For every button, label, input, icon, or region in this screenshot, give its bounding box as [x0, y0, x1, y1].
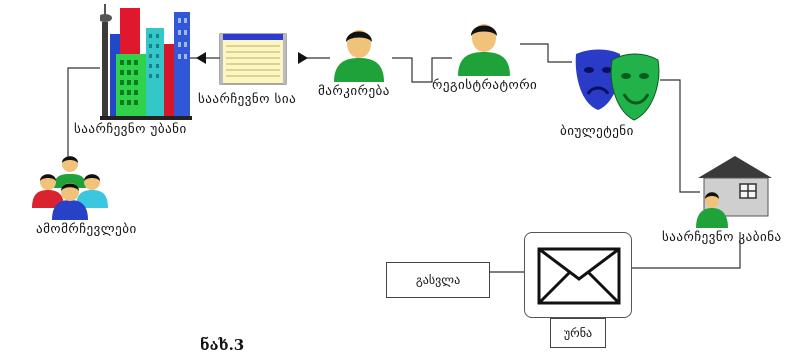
label-voter-list: საარჩევნო სია	[198, 92, 297, 107]
connector-voters-city	[67, 67, 100, 160]
exit-box: გასვლა	[386, 262, 490, 298]
label-voters: ამომრჩევლები	[36, 222, 137, 237]
person-icon	[334, 30, 384, 82]
connector-booth-box	[632, 232, 741, 269]
theater-masks-icon	[575, 49, 660, 121]
figure-caption: ნახ.3	[200, 336, 245, 354]
house-booth-icon	[696, 156, 772, 228]
ballot-box-label: ურნა	[550, 318, 606, 348]
envelope-frame	[524, 232, 632, 318]
city-buildings-icon	[100, 4, 192, 120]
connector-ballots-booth	[660, 79, 700, 193]
label-ballots: ბიულეტენი	[560, 124, 634, 139]
label-marking: მარკირება	[318, 84, 390, 99]
envelope-icon	[537, 247, 621, 305]
label-polling-station: საარჩევნო უბანი	[74, 122, 187, 137]
voters-group-icon	[32, 156, 108, 220]
list-document-icon	[196, 33, 308, 85]
label-registrar: რეგისტრატორი	[432, 78, 538, 93]
person-icon	[458, 24, 510, 76]
connector-registrar-ballots	[520, 43, 572, 63]
connector-marking-registrar	[392, 57, 452, 83]
label-voting-booth: საარჩევნო კაბინა	[662, 230, 782, 245]
